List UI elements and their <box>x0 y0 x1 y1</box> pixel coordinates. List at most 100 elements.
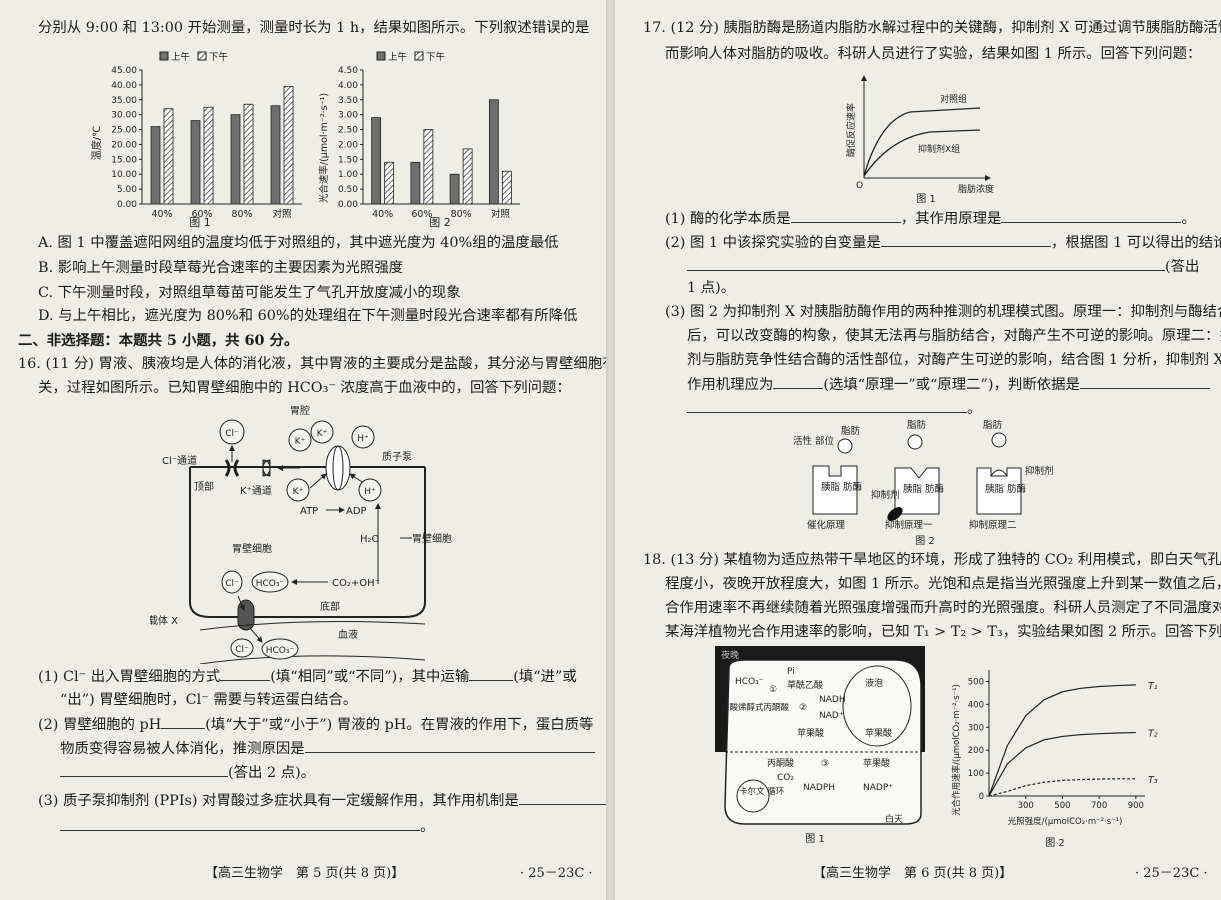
caption-p0: 催化原理 <box>807 519 846 531</box>
q16-line1: 16. (11 分) 胃液、胰液均是人体的消化液，其中胃液的主要成分是盐酸，其分… <box>18 356 617 372</box>
lr-series-label: T₃ <box>1148 775 1158 786</box>
c2-legend-swatch <box>376 51 386 61</box>
cl-ion-cell <box>221 570 243 594</box>
c1-ylabel: 温度/℃ <box>90 126 103 161</box>
option-b: B. 影响上午测量时段草莓光合速率的主要因素为光照强度 <box>38 260 404 276</box>
footer-left-code: · 25－23C · <box>520 866 593 881</box>
svg-text:K⁺: K⁺ <box>317 429 328 439</box>
caption-p2: 抑制原理二 <box>969 519 1017 531</box>
answer-blank-10[interactable] <box>880 234 1051 247</box>
label-dingbu: 顶部 <box>194 480 214 493</box>
inhibitor-2 <box>990 469 1008 477</box>
mechanism-caption: 图 2 <box>915 535 935 547</box>
c2-xtick-label: 40% <box>372 209 393 220</box>
answer-blank-11[interactable] <box>687 258 1165 271</box>
c1-caption: 图 1 <box>189 216 211 229</box>
c2-xtick-label: 60% <box>411 209 432 220</box>
answer-blank-3[interactable] <box>161 716 206 729</box>
c2-bar-pm <box>501 170 512 205</box>
answer-blank-6[interactable] <box>518 792 609 805</box>
c2-legend-label: 上午 <box>388 51 407 63</box>
c1-bar-am <box>190 120 201 205</box>
c2-ytick-label: 0.00 <box>338 200 358 210</box>
q18-line2: 程度小，夜晚开放程度大，如图 1 所示。光饱和点是指当光照强度上升到某一数值之后… <box>665 576 1221 592</box>
c2-ytick-label: 2.00 <box>338 140 358 150</box>
lr-ytick-label: 0 <box>979 792 984 802</box>
label-kchannel: K⁺通道 <box>240 484 272 497</box>
answer-blank-2[interactable] <box>469 668 514 681</box>
svg-text:H⁺: H⁺ <box>364 487 376 497</box>
proton-pump <box>325 445 351 491</box>
c1-ytick-label: 5.00 <box>117 185 137 195</box>
answer-blank-13[interactable] <box>1079 376 1210 389</box>
q16-1-line1: (1) Cl⁻ 出入胃壁细胞的方式(填“相同”或“不同”)，其中运输(填“进”或 <box>38 668 577 685</box>
svg-text:胰脂 肪酶: 胰脂 肪酶 <box>985 483 1027 495</box>
c2-ytick-label: 4.00 <box>338 81 358 91</box>
svg-text:HCO₃⁻: HCO₃⁻ <box>266 646 295 656</box>
q17-3-line3: 剂与脂肪竞争性结合酶的活性部位，对酶产生可逆的影响，结合图 1 分析，抑制剂 X… <box>687 352 1221 368</box>
lr-series-line <box>988 778 1136 797</box>
footer-right-code: · 25－23C · <box>1135 866 1208 881</box>
c1-xtick-label: 对照 <box>272 208 292 220</box>
c1-ytick-label: 25.00 <box>111 126 137 136</box>
answer-blank-7[interactable] <box>60 818 420 831</box>
page-gutter <box>606 0 615 900</box>
label-control: 对照组 <box>940 93 967 105</box>
label-atp: ATP <box>300 506 318 517</box>
cl-ion-lumen <box>219 419 245 445</box>
answer-blank-12[interactable] <box>773 376 824 389</box>
c1-ytick-label: 0.00 <box>117 200 137 210</box>
c1-bar-pm <box>163 108 174 205</box>
label-dibu: 底部 <box>320 600 340 613</box>
option-d: D. 与上午相比，遮光度为 80%和 60%的处理组在下午测量时段光合速率都有所… <box>38 308 578 324</box>
lr-ytick-label: 500 <box>968 677 984 687</box>
c2-ytick-label: 3.50 <box>338 96 358 106</box>
label-inhibitor-3: 抑制剂 <box>1025 465 1054 477</box>
c2-ytick-label: 0.50 <box>338 185 358 195</box>
light-response-chart: 光合作用速率/(μmolCO₂·m⁻²·s⁻¹) 500400300200100… <box>951 670 1158 849</box>
lr-ytick-label: 300 <box>968 723 984 733</box>
answer-blank-5[interactable] <box>60 764 228 777</box>
c2-caption: 图 2 <box>429 216 451 229</box>
svg-text:NADH: NADH <box>819 695 846 705</box>
q17-2-line3: 1 点)。 <box>687 280 736 296</box>
c1-bar-pm <box>203 106 214 205</box>
vacuole-shape <box>842 665 912 747</box>
label-blood: 血液 <box>338 628 358 641</box>
hco3-ion-cell <box>251 571 289 593</box>
lr-xtick-label: 500 <box>1054 801 1070 811</box>
answer-blank-14[interactable] <box>687 400 967 413</box>
answer-blank-9[interactable] <box>1001 210 1182 223</box>
c2-ytick-label: 1.00 <box>338 170 358 180</box>
c1-xtick-label: 40% <box>151 209 172 220</box>
answer-blank-4[interactable] <box>304 740 595 753</box>
c2-legend-label: 下午 <box>426 51 445 63</box>
q17-2-line2: (答出 <box>687 258 1199 276</box>
lr-series-label: T₁ <box>1148 681 1158 692</box>
inhibition-mechanism-diagram: 活性 部位 脂肪 胰脂 肪酶 催化原理 脂肪 胰脂 肪酶 抑制剂 抑制原理一 脂… <box>793 419 1054 547</box>
q17-3-line5: 。 <box>687 400 981 418</box>
c1-ytick-label: 20.00 <box>111 140 137 150</box>
cell-membrane <box>189 467 426 618</box>
label-h2o: H₂O <box>360 534 380 545</box>
svg-text:K⁺: K⁺ <box>295 437 306 447</box>
label-fat-1: 脂肪 <box>841 425 861 437</box>
cam-pathway-diagram: 夜晚 HCO₃⁻ Pi 草酰乙酸 ① NADH ② NAD⁺ 磷酸烯醇式丙酮酸 … <box>715 646 925 845</box>
answer-blank-1[interactable] <box>220 668 271 681</box>
q16-2-line2: 物质变得容易被人体消化，推测原因是 <box>60 740 595 758</box>
q16-3-line2: 。 <box>60 818 434 836</box>
q16-line2: 关，过程如图所示。已知胃壁细胞中的 HCO₃⁻ 浓度高于血液中的，回答下列问题： <box>38 380 571 396</box>
c2-ylabel: 光合速率/(μmol·m⁻²·s⁻¹) <box>318 93 330 203</box>
lr-ytick-label: 100 <box>968 769 984 779</box>
q16-1-line2: “出”) 胃壁细胞时，Cl⁻ 需要与转运蛋白结合。 <box>60 692 358 708</box>
svg-text:H⁺: H⁺ <box>357 434 369 444</box>
c2-bar-am <box>410 161 421 205</box>
svg-text:Cl⁻: Cl⁻ <box>225 579 239 589</box>
q17-line2: 而影响人体对脂肪的吸收。科研人员进行了实验，结果如图 1 所示。回答下列问题： <box>665 46 1202 62</box>
fat-1 <box>837 438 853 454</box>
svg-text:胰脂 肪酶: 胰脂 肪酶 <box>821 481 863 493</box>
c2-bar-am <box>371 117 382 205</box>
answer-blank-8[interactable] <box>790 210 901 223</box>
svg-text:NADP⁺: NADP⁺ <box>863 783 893 793</box>
q16-2-line3: (答出 2 点)。 <box>60 764 315 782</box>
